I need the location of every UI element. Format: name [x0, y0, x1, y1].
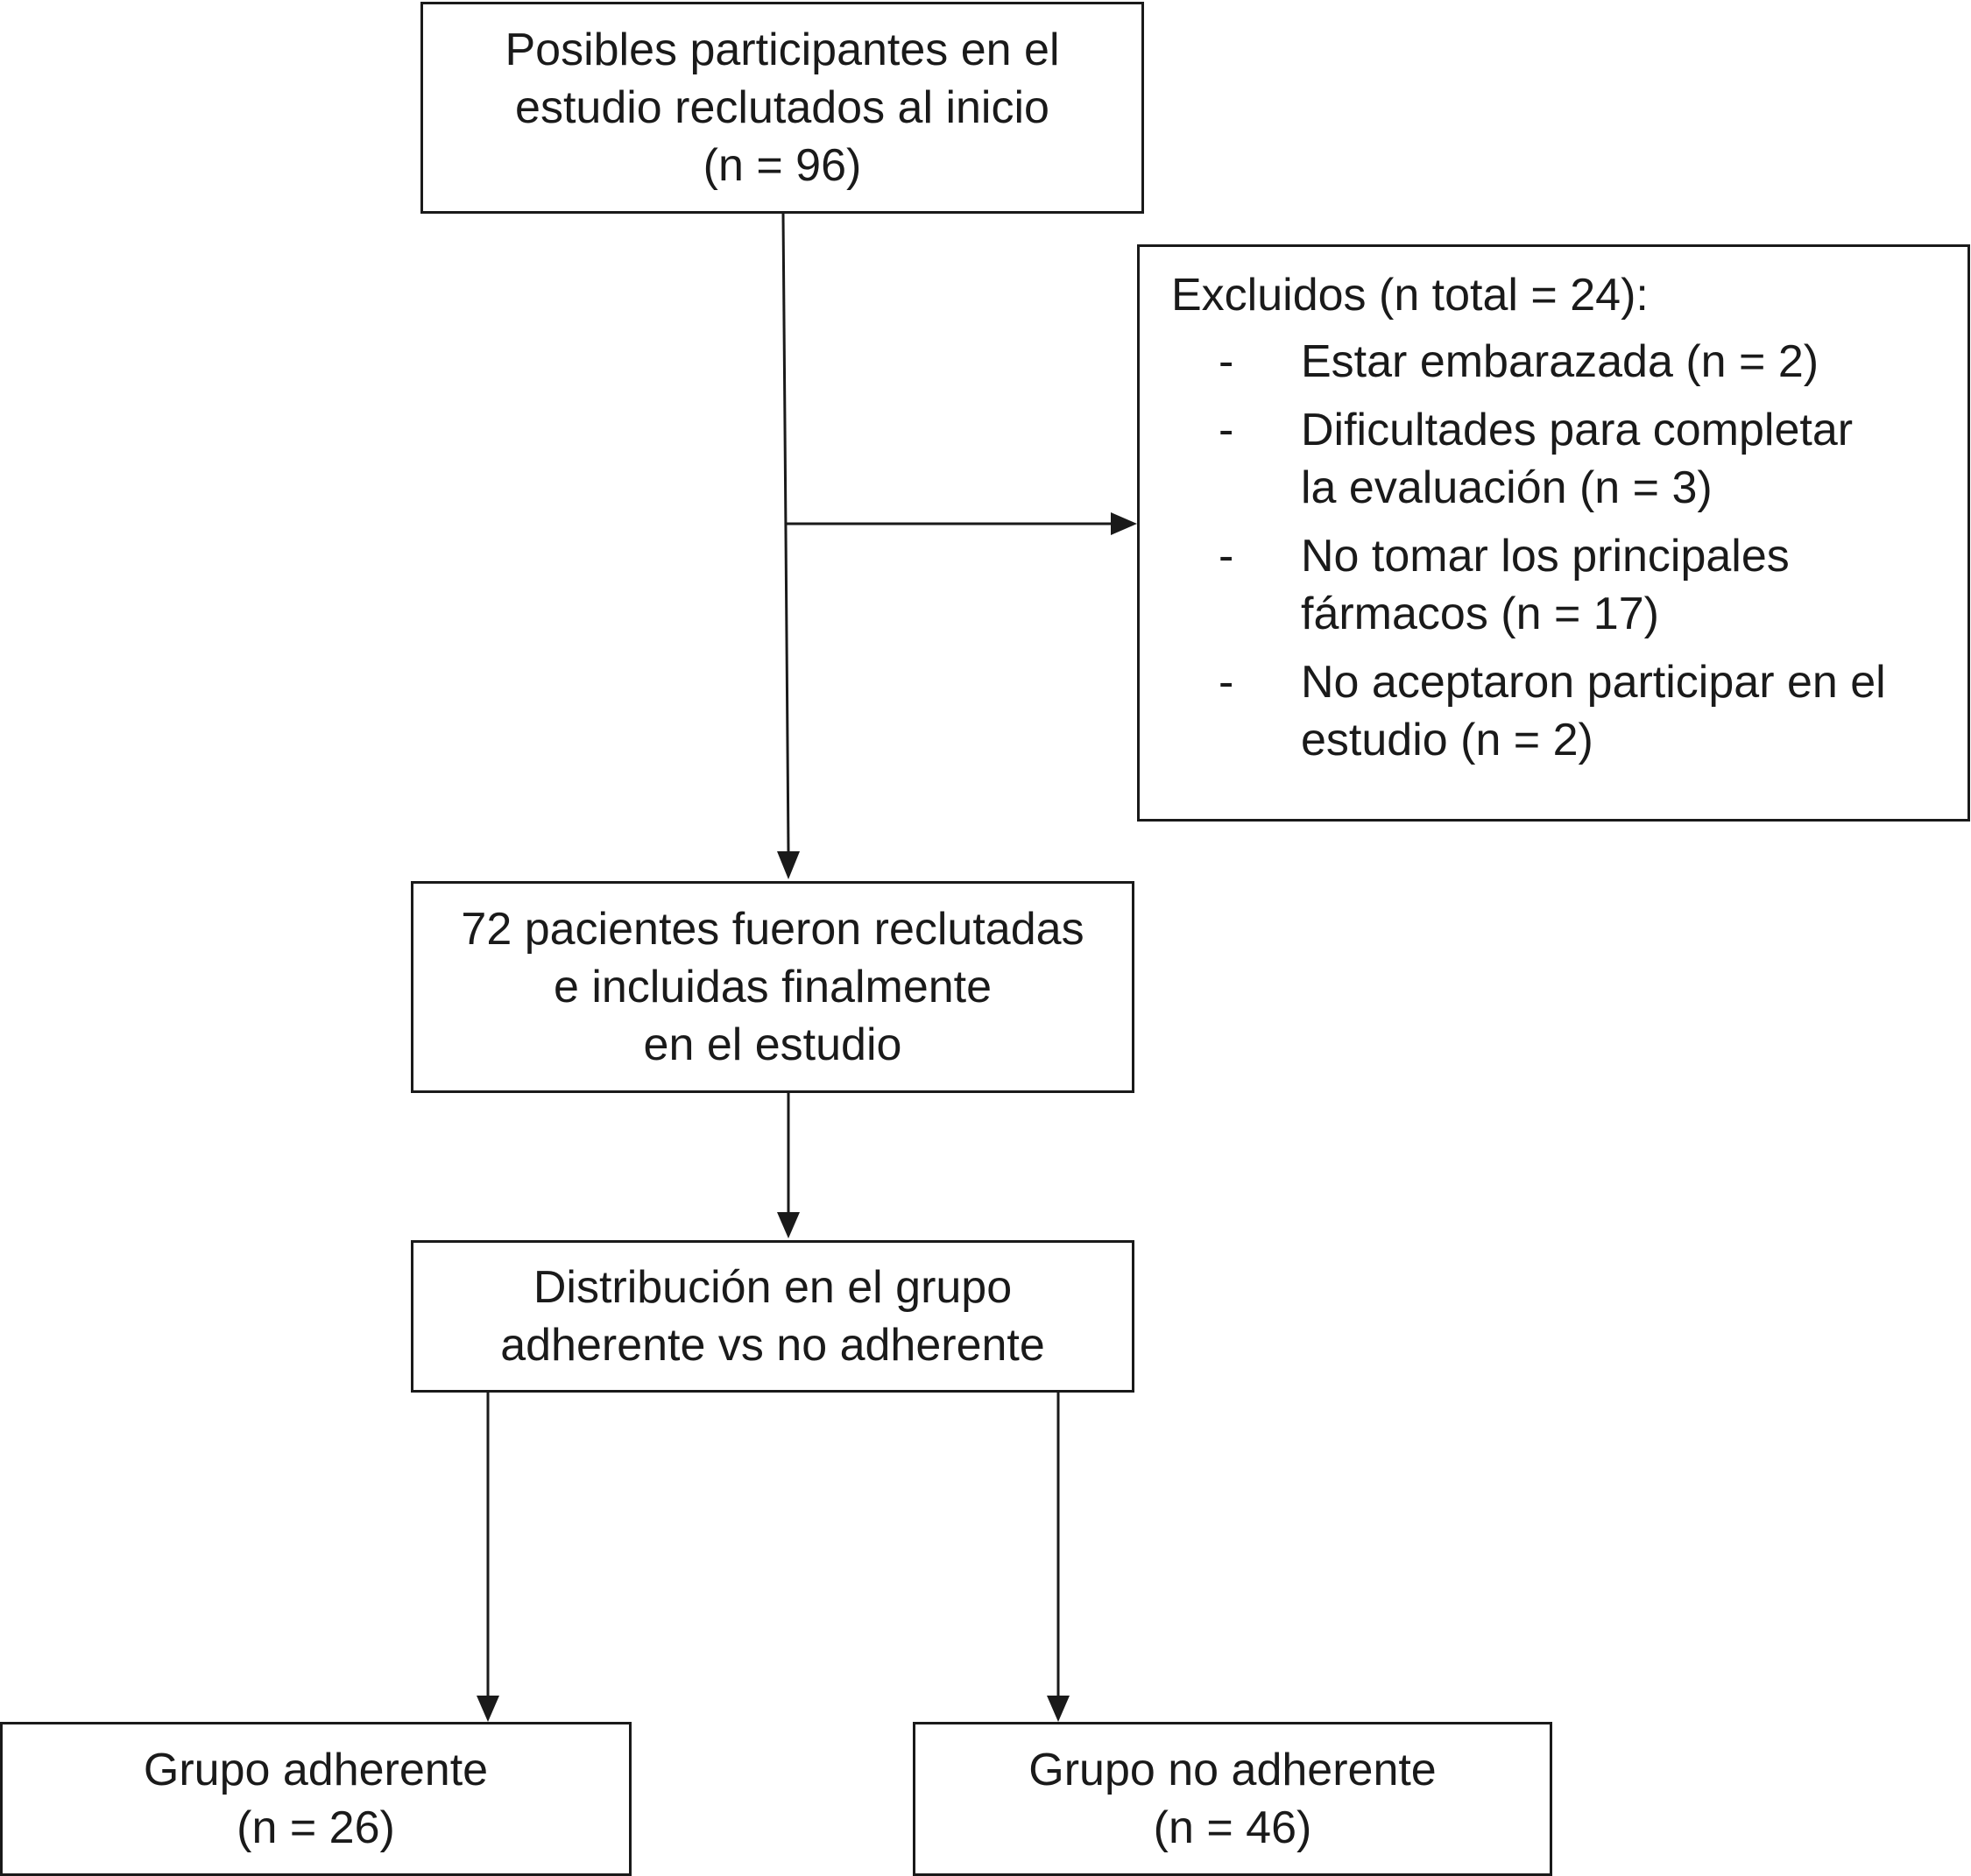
exclusion-text: No tomar los principales: [1301, 531, 1790, 582]
bullet-dash: -: [1219, 657, 1234, 708]
start-box-line: (n = 96): [703, 140, 862, 191]
included-box-line: en el estudio: [643, 1019, 902, 1070]
included-box: 72 pacientes fueron reclutadas e incluid…: [411, 881, 1134, 1093]
exclusion-item: - No aceptaron participar en el estudio …: [1171, 653, 1950, 769]
exclusion-item: - No tomar los principales fármacos (n =…: [1171, 527, 1950, 643]
bullet-dash: -: [1219, 336, 1234, 387]
arrowhead-non-adherent: [1047, 1696, 1070, 1722]
exclusion-list: - Estar embarazada (n = 2) - Dificultade…: [1171, 333, 1950, 769]
bullet-dash: -: [1219, 405, 1234, 455]
included-box-line: 72 pacientes fueron reclutadas: [461, 904, 1084, 955]
start-box: Posibles participantes en el estudio rec…: [420, 2, 1144, 214]
start-box-line: estudio reclutados al inicio: [515, 82, 1049, 133]
excluded-title: Excluidos (n total = 24):: [1171, 270, 1649, 321]
distribution-box: Distribución en el grupo adherente vs no…: [411, 1240, 1134, 1393]
exclusion-text: fármacos (n = 17): [1301, 589, 1659, 639]
arrowhead-included: [777, 851, 800, 879]
distribution-box-line: Distribución en el grupo: [533, 1262, 1013, 1313]
adherent-box-line: Grupo adherente: [143, 1745, 489, 1795]
adherent-group-box: Grupo adherente (n = 26): [0, 1722, 632, 1876]
exclusion-text: estudio (n = 2): [1301, 715, 1593, 765]
non-adherent-box-line: Grupo no adherente: [1028, 1745, 1437, 1795]
arrowhead-excluded: [1111, 512, 1137, 535]
arrowhead-adherent: [477, 1696, 499, 1722]
adherent-box-line: (n = 26): [237, 1802, 395, 1853]
exclusion-text: Dificultades para completar: [1301, 405, 1854, 455]
exclusion-text: la evaluación (n = 3): [1301, 462, 1713, 513]
excluded-box: Excluidos (n total = 24): - Estar embara…: [1137, 244, 1970, 822]
arrowhead-distribution: [777, 1212, 800, 1238]
exclusion-item: - Estar embarazada (n = 2): [1171, 333, 1950, 391]
connector-start-to-included: [781, 213, 790, 852]
bullet-dash: -: [1219, 531, 1234, 582]
non-adherent-box-line: (n = 46): [1153, 1802, 1312, 1853]
distribution-box-line: adherente vs no adherente: [500, 1320, 1045, 1371]
exclusion-item: - Dificultades para completar la evaluac…: [1171, 401, 1950, 517]
non-adherent-group-box: Grupo no adherente (n = 46): [913, 1722, 1552, 1876]
start-box-line: Posibles participantes en el: [505, 25, 1060, 75]
exclusion-text: No aceptaron participar en el: [1301, 657, 1886, 708]
exclusion-text: Estar embarazada (n = 2): [1301, 336, 1819, 387]
included-box-line: e incluidas finalmente: [553, 962, 993, 1012]
